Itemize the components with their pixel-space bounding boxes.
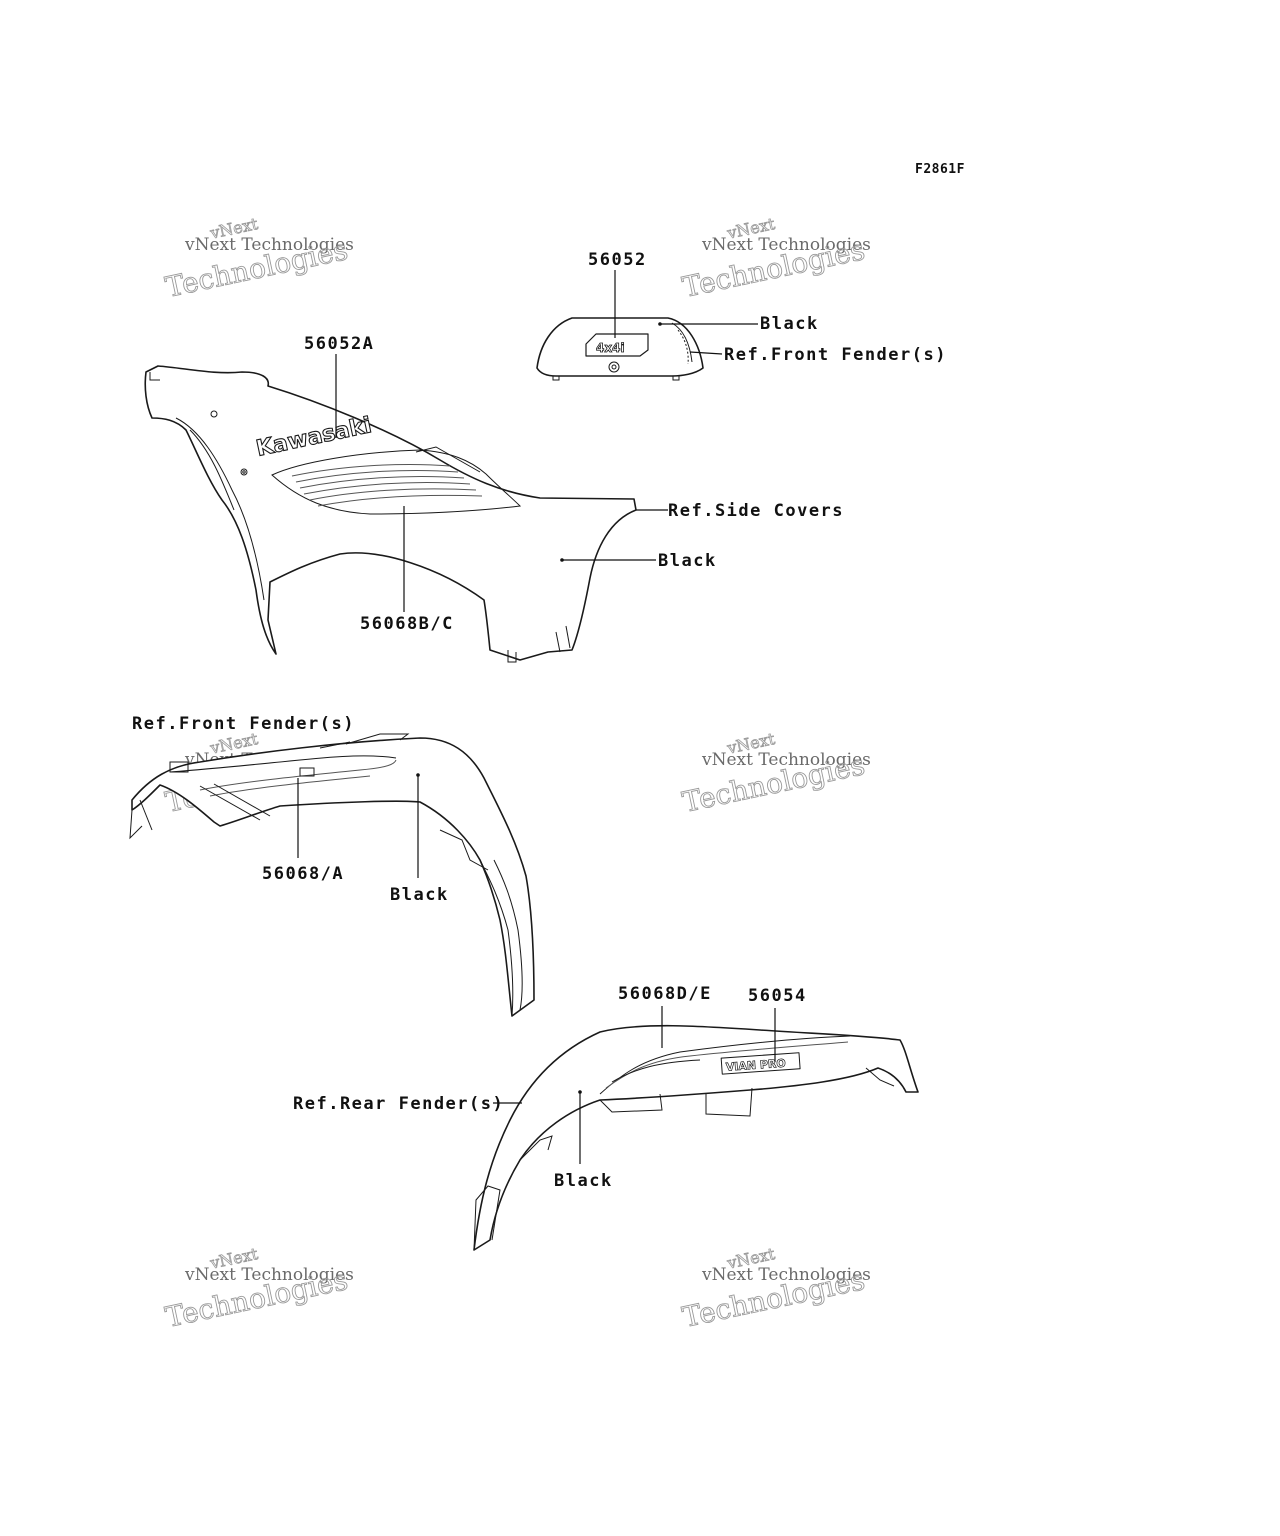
callout-56068BC: 56068B/C (360, 614, 454, 634)
watermark-line2: vNext Technologies (701, 235, 871, 255)
callout-black-2: Black (658, 551, 717, 571)
callout-56068DE: 56068D/E (618, 984, 712, 1004)
callout-black-1: Black (760, 314, 819, 334)
callout-ref-side-covers: Ref.Side Covers (668, 501, 844, 521)
watermark-line2: vNext Technologies (701, 1265, 871, 1285)
model-badge-decal: VIAN PRO (720, 1052, 801, 1075)
watermark-4: vNext vNext Technologies Technologies (679, 729, 871, 820)
callout-black-4: Black (554, 1171, 613, 1191)
figure-code: F2861F (915, 162, 965, 177)
watermark-1: vNext vNext Technologies Technologies (162, 214, 354, 305)
front-fender-panel (129, 733, 535, 1017)
callout-56052: 56052 (588, 250, 647, 270)
drive-badge-text: 4x4i (596, 341, 625, 355)
watermark-2: vNext vNext Technologies Technologies (679, 214, 871, 305)
callout-56052A: 56052A (304, 334, 374, 354)
callout-ref-front-fender-1: Ref.Front Fender(s) (724, 345, 947, 365)
watermark-line2: vNext Technologies (184, 235, 354, 255)
watermark-line2: vNext Technologies (701, 750, 871, 770)
watermark-line2: vNext Technologies (184, 1265, 354, 1285)
watermark-6: vNext vNext Technologies Technologies (679, 1244, 871, 1335)
rear-fender-panel: VIAN PRO (473, 1024, 919, 1251)
callout-ref-front-fender-2: Ref.Front Fender(s) (132, 714, 355, 734)
callout-56068A: 56068/A (262, 864, 344, 884)
model-badge-text: VIAN PRO (725, 1057, 786, 1074)
callout-ref-rear-fender: Ref.Rear Fender(s) (293, 1094, 504, 1114)
watermark-5: vNext vNext Technologies Technologies (162, 1244, 354, 1335)
drive-badge-decal: 4x4i (585, 333, 649, 357)
callout-black-3: Black (390, 885, 449, 905)
front-top-panel: 4x4i (536, 317, 704, 381)
side-cover-panel: Kawasaki (144, 365, 637, 663)
callout-56054: 56054 (748, 986, 807, 1006)
